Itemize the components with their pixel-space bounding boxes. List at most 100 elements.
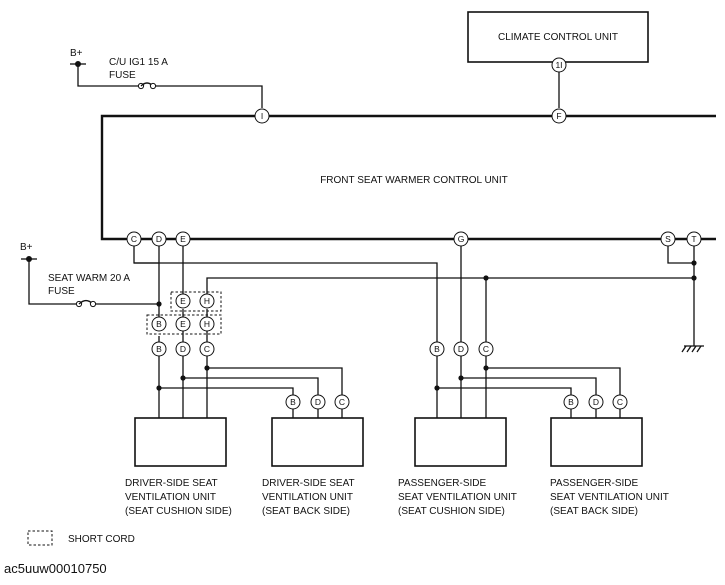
fuse2-feed-wire: [28, 259, 76, 305]
pin-u4-c: C: [612, 394, 628, 410]
fuse2-label-line1: SEAT WARM 20 A: [48, 273, 130, 284]
fuse1-label-line1: C/U IG1 15 A: [109, 57, 168, 68]
front-seat-warmer-unit-box: [100, 114, 716, 241]
driver-back-unit-box: [271, 417, 364, 467]
svg-text:H: H: [204, 319, 210, 329]
passenger-back-unit-label: PASSENGER-SIDE SEAT VENTILATION UNIT (SE…: [550, 478, 669, 517]
svg-text:D: D: [156, 234, 162, 244]
pin-u3-b: B: [429, 341, 445, 357]
pin-short-cord-top-h: H: [199, 293, 215, 309]
junction-s-t: [691, 260, 697, 266]
driver-cushion-unit-box: [134, 417, 227, 467]
wire-passenger-back-c: [486, 367, 621, 395]
pin-u3-d: D: [453, 341, 469, 357]
bplus-top-label: B+: [70, 48, 83, 59]
svg-text:B: B: [568, 397, 574, 407]
wiring-diagram: CLIMATE CONTROL UNIT 1I B+ C/U IG1 15 A …: [20, 11, 716, 546]
driver-back-unit-label: DRIVER-SIDE SEAT VENTILATION UNIT (SEAT …: [262, 478, 355, 517]
svg-text:G: G: [458, 234, 465, 244]
svg-text:DRIVER-SIDE SEAT: DRIVER-SIDE SEAT: [125, 478, 218, 489]
pin-u4-d: D: [588, 394, 604, 410]
svg-text:SEAT VENTILATION UNIT: SEAT VENTILATION UNIT: [550, 492, 669, 503]
pin-u3-c: C: [478, 341, 494, 357]
short-cord-bottom: [146, 314, 222, 335]
fuse1-feed-wire: [77, 64, 138, 87]
svg-text:B: B: [156, 319, 162, 329]
junction-driver-b: [156, 385, 162, 391]
svg-text:F: F: [556, 111, 561, 121]
svg-text:VENTILATION UNIT: VENTILATION UNIT: [125, 492, 216, 503]
svg-text:E: E: [180, 234, 186, 244]
svg-text:SEAT VENTILATION UNIT: SEAT VENTILATION UNIT: [398, 492, 517, 503]
svg-text:DRIVER-SIDE SEAT: DRIVER-SIDE SEAT: [262, 478, 355, 489]
pin-u2-c: C: [334, 394, 350, 410]
junction-fuse2: [156, 301, 162, 307]
pin-front-c: C: [126, 231, 142, 247]
svg-text:H: H: [204, 296, 210, 306]
pin-u1-b: B: [151, 341, 167, 357]
fuse2-label-line2: FUSE: [48, 286, 75, 297]
junction-driver-d: [180, 375, 186, 381]
junction-passenger-d: [458, 375, 464, 381]
pin-short-cord-bottom-b: B: [151, 316, 167, 332]
svg-text:B: B: [156, 344, 162, 354]
climate-control-unit-label: CLIMATE CONTROL UNIT: [498, 32, 618, 43]
svg-text:PASSENGER-SIDE: PASSENGER-SIDE: [398, 478, 486, 489]
junction-passenger-ground: [483, 275, 489, 281]
svg-text:D: D: [180, 344, 186, 354]
wire-driver-back-c: [207, 367, 343, 395]
pin-u4-b: B: [563, 394, 579, 410]
wire-passenger-back-b: [437, 387, 572, 395]
svg-text:D: D: [593, 397, 599, 407]
svg-text:C: C: [131, 234, 137, 244]
svg-text:C: C: [204, 344, 210, 354]
pin-climate-1i: 1I: [551, 57, 567, 73]
pin-front-e: E: [175, 231, 191, 247]
passenger-cushion-unit-label: PASSENGER-SIDE SEAT VENTILATION UNIT (SE…: [398, 478, 517, 517]
wire-passenger-back-d: [461, 377, 597, 395]
svg-text:(SEAT BACK SIDE): (SEAT BACK SIDE): [262, 506, 350, 517]
pin-u2-d: D: [310, 394, 326, 410]
svg-text:D: D: [458, 344, 464, 354]
svg-text:E: E: [180, 319, 186, 329]
svg-text:(SEAT CUSHION SIDE): (SEAT CUSHION SIDE): [125, 506, 232, 517]
short-cord-top: [170, 291, 222, 312]
pin-u1-c: C: [199, 341, 215, 357]
passenger-back-unit-box: [550, 417, 643, 467]
document-id: ac5uuw00010750: [4, 561, 107, 576]
wire-front-s: [667, 246, 694, 264]
svg-text:C: C: [339, 397, 345, 407]
svg-text:1I: 1I: [555, 60, 562, 70]
pin-front-s: S: [660, 231, 676, 247]
pin-front-g: G: [453, 231, 469, 247]
svg-text:B: B: [434, 344, 440, 354]
short-cord-legend-swatch: [27, 530, 53, 546]
svg-text:PASSENGER-SIDE: PASSENGER-SIDE: [550, 478, 638, 489]
svg-text:S: S: [665, 234, 671, 244]
svg-text:I: I: [261, 111, 263, 121]
pin-u2-b: B: [285, 394, 301, 410]
fuse2-symbol: [75, 299, 97, 308]
pin-front-i: I: [254, 108, 270, 124]
pin-short-cord-bottom-e: E: [175, 316, 191, 332]
front-seat-warmer-unit-label: FRONT SEAT WARMER CONTROL UNIT: [320, 175, 508, 186]
wire-ground-bus: [206, 277, 694, 294]
svg-text:(SEAT BACK SIDE): (SEAT BACK SIDE): [550, 506, 638, 517]
pin-front-d: D: [151, 231, 167, 247]
pin-short-cord-bottom-h: H: [199, 316, 215, 332]
pin-front-t: T: [686, 231, 702, 247]
svg-text:B: B: [290, 397, 296, 407]
wire-driver-back-b: [159, 387, 294, 395]
short-cord-legend-label: SHORT CORD: [68, 534, 135, 545]
fuse1-to-front-wire: [156, 85, 263, 108]
fuse1-symbol: [137, 82, 157, 90]
pin-u1-d: D: [175, 341, 191, 357]
bplus-left-label: B+: [20, 242, 33, 253]
wire-front-c: [133, 246, 160, 322]
climate-control-unit-box: [467, 11, 649, 63]
pin-front-f: F: [551, 108, 567, 124]
ground-icon: [681, 345, 704, 353]
junction-passenger-c: [483, 365, 489, 371]
junction-ground-bus: [691, 275, 697, 281]
svg-text:(SEAT CUSHION SIDE): (SEAT CUSHION SIDE): [398, 506, 505, 517]
